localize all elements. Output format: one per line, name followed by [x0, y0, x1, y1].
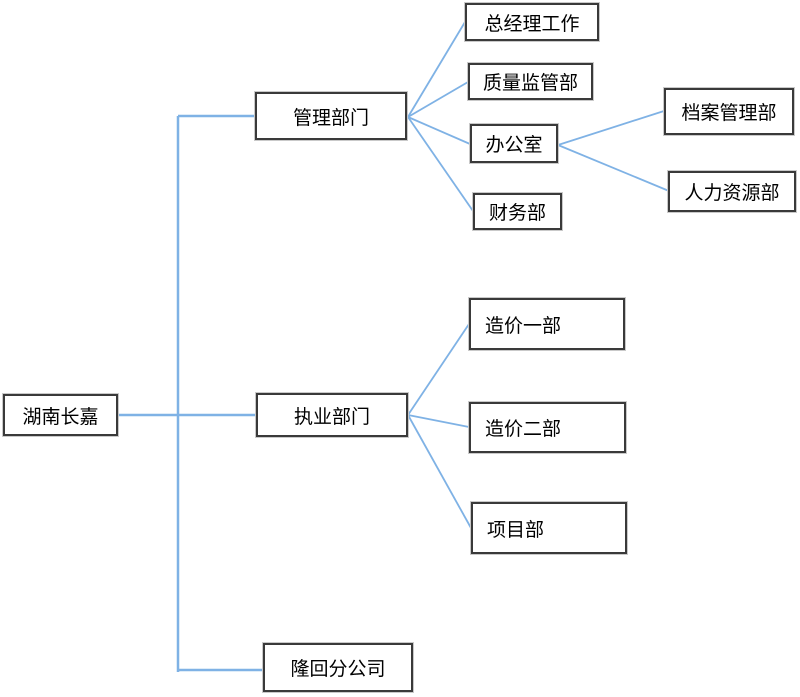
node-longhui-branch: 隆回分公司 — [263, 643, 413, 692]
node-hr-dept: 人力资源部 — [668, 171, 796, 212]
connector-mgmt-gm — [407, 21, 466, 118]
connector-mgmt-office — [407, 116, 471, 145]
node-archives-dept: 档案管理部 — [664, 88, 794, 135]
node-quality-supervision: 质量监管部 — [468, 63, 593, 100]
node-root-company: 湖南长嘉 — [3, 394, 118, 436]
connector-mgmt-quality — [407, 81, 469, 118]
node-practice-dept: 执业部门 — [256, 393, 408, 437]
node-project-dept: 项目部 — [471, 502, 627, 554]
connector-practice-cost1 — [407, 323, 470, 416]
connector-practice-cost2 — [407, 414, 470, 428]
node-management-dept: 管理部门 — [255, 92, 407, 140]
node-office: 办公室 — [470, 124, 558, 163]
connector-office-archives — [557, 110, 665, 146]
node-finance-dept: 财务部 — [473, 193, 562, 230]
connector-office-hr — [557, 144, 670, 192]
connector-mgmt-finance — [407, 116, 474, 212]
connector-practice-project — [407, 414, 472, 529]
node-general-manager: 总经理工作 — [465, 3, 599, 41]
node-cost-dept-1: 造价一部 — [469, 298, 625, 350]
node-cost-dept-2: 造价二部 — [469, 402, 626, 453]
